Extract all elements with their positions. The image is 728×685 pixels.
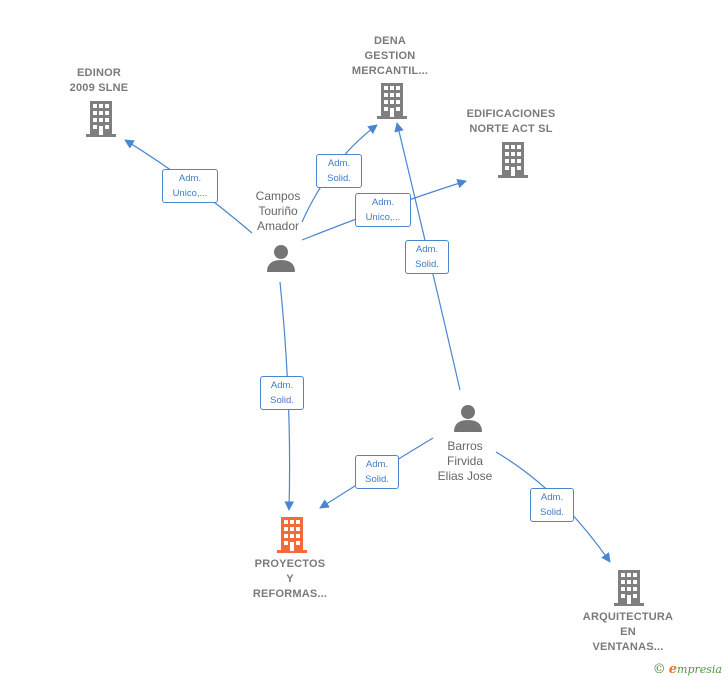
person-icon[interactable] xyxy=(453,403,483,433)
edge-label-campos-proyectos[interactable]: Adm. Solid. xyxy=(260,376,304,410)
brand-initial: e xyxy=(668,662,678,677)
edge-label-campos-dena[interactable]: Adm. Solid. xyxy=(316,154,362,188)
company-label-arquitectura[interactable]: ARQUITECTURA EN VENTANAS... xyxy=(582,611,674,653)
person-label-campos[interactable]: Campos Touriño Amador xyxy=(255,189,301,233)
company-label-edinor[interactable]: EDINOR 2009 SLNE xyxy=(69,67,129,94)
building-icon[interactable] xyxy=(614,570,644,606)
company-label-edificaciones[interactable]: EDIFICACIONES NORTE ACT SL xyxy=(466,108,556,135)
person-icon[interactable] xyxy=(266,243,296,273)
building-icon[interactable] xyxy=(377,83,407,119)
person-label-barros[interactable]: Barros Firvida Elias Jose xyxy=(437,439,493,483)
edge-label-barros-proyectos[interactable]: Adm. Solid. xyxy=(355,455,399,489)
empresia-logo: ©empresia xyxy=(653,662,722,677)
building-icon[interactable] xyxy=(498,142,528,178)
brand-name: mpresia xyxy=(677,663,722,676)
edge-label-campos-edificaciones[interactable]: Adm. Unico,... xyxy=(355,193,411,227)
edge-label-barros-dena[interactable]: Adm. Solid. xyxy=(405,240,449,274)
building-icon[interactable] xyxy=(86,101,116,137)
building-icon-highlight[interactable] xyxy=(277,517,307,553)
company-label-proyectos[interactable]: PROYECTOS Y REFORMAS... xyxy=(252,558,328,600)
edge-label-barros-arquitectura[interactable]: Adm. Solid. xyxy=(530,488,574,522)
company-label-dena[interactable]: DENA GESTION MERCANTIL... xyxy=(351,35,429,77)
edge-label-campos-edinor[interactable]: Adm. Unico,... xyxy=(162,169,218,203)
copyright-symbol: © xyxy=(652,662,666,677)
